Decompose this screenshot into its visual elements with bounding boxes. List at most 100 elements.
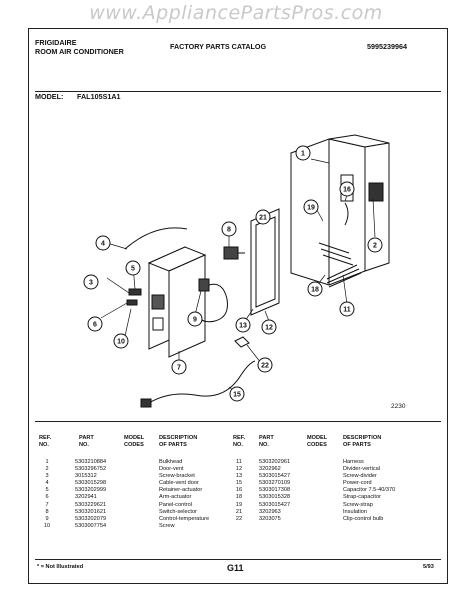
svg-text:16: 16 [343,187,351,194]
table-cell: 9 [45,515,49,522]
table-cell: 21 [235,508,243,515]
callout-16: 16 [339,181,355,197]
callout-11: 11 [339,301,355,317]
svg-text:19: 19 [307,205,315,212]
table-cell: 16 [235,487,243,494]
table-cell: 5303202999 [75,487,107,494]
catalog-title: FACTORY PARTS CATALOG [170,42,267,51]
table-cell: Screw [159,522,175,529]
table-cell: 18 [235,494,243,501]
header-ref-left: REF.NO. [39,435,52,448]
callout-10: 10 [113,333,129,349]
model-number: FAL105S1A1 [77,92,121,101]
table-cell: 13 [235,473,243,480]
table-cell: 3202941 [75,494,97,501]
table-cell: Screw-divider [343,473,377,480]
table-cell: 22 [235,515,243,522]
table-cell: Switch-selector [159,508,197,515]
table-cell: 11 [236,459,242,465]
callout-3: 3 [83,274,99,290]
table-cell: 19 [235,501,243,508]
not-illustrated-note: * = Not Illustrated [37,564,84,570]
table-cell: 5 [45,487,49,494]
table-cell: 5303202961 [259,459,291,465]
svg-text:15: 15 [233,392,241,399]
figure-code: 2230 [391,403,406,410]
table-cell: Panel-control [159,501,192,508]
table-cell: 2 [45,466,49,473]
right-desc-column: Harness Divider-vertical Screw-divider P… [343,459,395,523]
table-cell: 12 [235,466,243,473]
switch-selector-drawing [223,246,245,260]
bulkhead-drawing [290,134,390,286]
left-part-column: 5303210884 5303296752 3015312 5303015298… [75,459,106,530]
actuator-arm-drawing [126,299,138,306]
svg-text:4: 4 [101,241,105,248]
table-cell: Door-vent [159,466,184,473]
table-cell: 5303017308 [259,487,291,494]
table-cell: 5303015328 [259,494,291,501]
svg-text:10: 10 [117,339,125,346]
table-cell: 5303270109 [259,480,291,487]
callout-21: 21 [255,209,271,225]
svg-text:2: 2 [373,243,377,250]
callout-9: 9 [187,311,203,327]
svg-text:8: 8 [227,227,231,234]
actuator-drawing [128,288,142,296]
exploded-parts-diagram: 1 2 3 4 5 6 7 8 9 10 11 12 13 15 16 18 1… [83,134,406,410]
temperature-control-drawing [194,278,228,323]
callout-19: 19 [303,199,319,215]
revision-date: 5/93 [423,564,434,570]
header-ref-right: REF.NO. [233,435,246,448]
table-cell: 6 [45,494,49,501]
table-cell: 4 [45,480,49,487]
svg-text:6: 6 [93,322,97,329]
callout-4: 4 [95,235,111,251]
product-name: ROOM AIR CONDITIONER [35,47,124,56]
parts-catalog-page: FRIGIDAIRE ROOM AIR CONDITIONER FACTORY … [28,28,448,584]
table-cell: Screw-strap [343,501,373,508]
svg-text:21: 21 [259,215,267,222]
insulation-drawing [250,208,280,316]
vent-cable-drawing [124,227,188,250]
svg-text:3: 3 [89,280,93,287]
callout-13: 13 [235,317,251,333]
catalog-number: 5995239964 [367,42,407,51]
table-cell: 5303007754 [75,522,107,529]
left-ref-column: 1 2 3 4 5 6 7 8 9 10 [39,459,55,530]
table-cell: 8 [45,508,49,515]
brand-name: FRIGIDAIRE [35,38,77,47]
table-top-rule [35,421,441,422]
table-cell: 5303015298 [75,480,107,487]
svg-text:22: 22 [261,363,269,370]
callout-7: 7 [171,359,187,375]
model-label: MODEL: [35,92,64,101]
right-ref-column: 11 12 13 15 16 18 19 21 22 [231,459,247,523]
left-desc-column: Bulkhead Door-vent Screw-bracket Cable-v… [159,459,209,530]
table-cell: Screw-bracket [159,473,195,480]
table-cell: Harness [343,459,364,465]
table-cell: Retainer-actuator [159,487,203,494]
callout-1: 1 [295,145,311,161]
table-cell: 5303229621 [75,501,107,508]
svg-text:13: 13 [239,323,247,330]
table-cell: Bulkhead [159,459,183,465]
table-cell: 3 [45,473,49,480]
table-cell: Divider-vertical [343,466,380,473]
table-cell: Power-cord [343,480,372,487]
footer-rule [35,559,441,560]
table-cell: Capacitor 7.5-40/370 [343,487,396,494]
watermark: www.AppliancePartsPros.com [89,2,383,24]
callout-2: 2 [367,237,383,253]
table-cell: Strap-capacitor [343,494,381,501]
callout-22: 22 [257,357,273,373]
table-cell: 5303201621 [75,508,107,515]
svg-text:9: 9 [193,317,197,324]
table-cell: Cable-vent door [159,480,199,487]
power-cord-drawing [140,360,256,408]
table-cell: 10 [43,522,51,529]
